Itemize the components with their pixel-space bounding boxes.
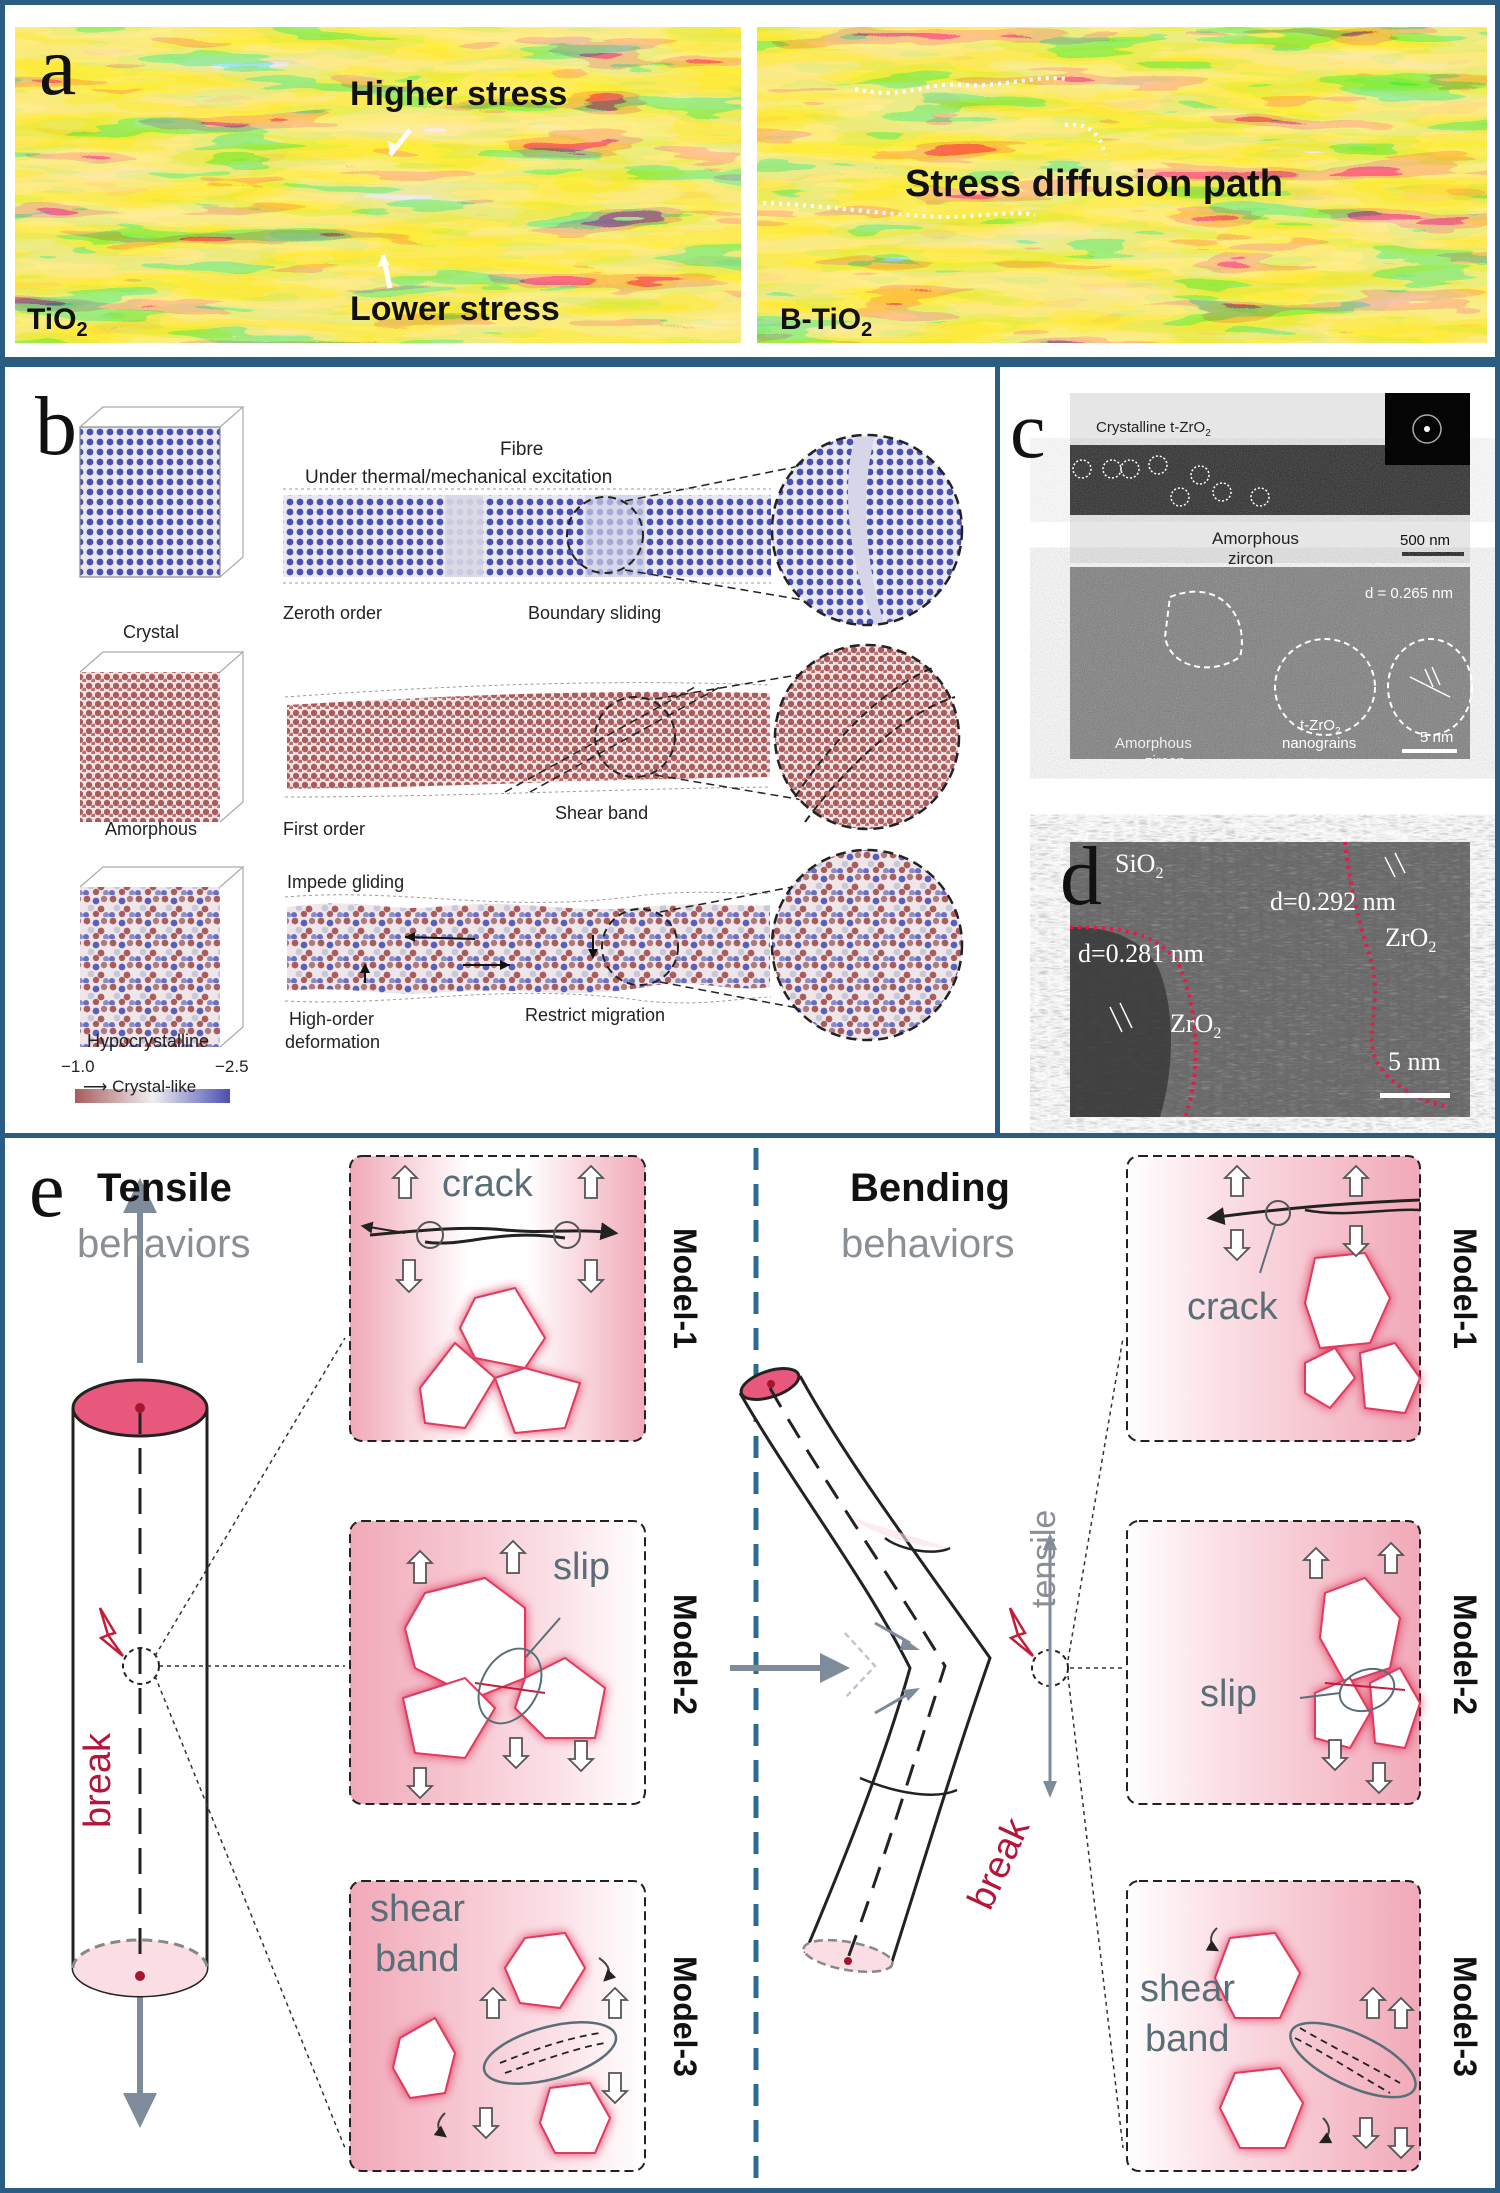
tensile-band-label: band — [375, 1938, 460, 1980]
tensile-model-1 — [349, 1155, 646, 1442]
tensile-heading: Tensile — [97, 1166, 232, 1210]
amorphous-zircon-top-2: zircon — [1228, 549, 1274, 568]
stress-diffusion-text: Stress diffusion path — [905, 163, 1283, 205]
fibre-first-order — [284, 666, 846, 808]
tensile-crack-label: crack — [442, 1163, 533, 1205]
bending-tube — [730, 1367, 1069, 1978]
tensile-model-3 — [349, 1880, 646, 2172]
first-order-label: First order — [283, 819, 366, 839]
shear-band-label: Shear band — [555, 803, 649, 823]
bending-crack-label: crack — [1187, 1286, 1278, 1328]
bending-heading: Bending — [850, 1166, 1010, 1210]
tio2-label: TiO2 — [27, 303, 88, 341]
tensile-connectors — [154, 1337, 346, 2149]
tensile-model-2-label: Model-2 — [667, 1594, 703, 1715]
impede-gliding-label: Impede gliding — [287, 872, 405, 892]
bending-model-2 — [1126, 1520, 1422, 1805]
tensile-slip-label: slip — [553, 1546, 611, 1588]
d-spacing-265: d = 0.265 nm — [1365, 585, 1453, 602]
crystal-like-scale — [75, 1089, 230, 1103]
scale-bar-5nm: 5 nm — [1420, 729, 1454, 746]
tensile-model-3-label: Model-3 — [667, 1956, 703, 2077]
scale-bar-500nm: 500 nm — [1400, 532, 1451, 549]
hypocrystalline-cube — [79, 866, 245, 1048]
tzro2-nanograins-label: t-ZrO2 — [1300, 717, 1341, 737]
panel-e: e Tensile behaviors Bending behaviors br… — [0, 1133, 1500, 2193]
bending-model-3 — [1126, 1880, 1421, 2172]
fibre-high-order — [284, 876, 846, 1018]
tensile-model-1-label: Model-1 — [667, 1228, 703, 1349]
amorphous-label: Amorphous — [105, 819, 198, 839]
sio2-label: SiO2 — [1115, 849, 1164, 883]
grain-boundary-right — [1343, 841, 1451, 1109]
hypocrystalline-label: Hypocrystalline — [87, 1031, 210, 1051]
d-spacing-281: d=0.281 nm — [1078, 939, 1204, 968]
zoom-circle-hypocrystalline — [770, 848, 964, 1042]
panel-label-d: d — [1060, 830, 1102, 923]
panel-a: a Higher stress Lower stress TiO2 Stress… — [0, 0, 1500, 362]
scale-max: −2.5 — [215, 1057, 249, 1076]
bending-connectors — [1067, 1337, 1124, 2149]
higher-stress-text: Higher stress — [350, 75, 568, 113]
zro2-left-label: ZrO2 — [1170, 1009, 1222, 1043]
crystal-cube — [79, 406, 245, 578]
zeroth-order-label: Zeroth order — [283, 603, 383, 623]
tensile-shear-label: shear — [370, 1888, 466, 1930]
amorphous-zircon-bottom-1: Amorphous — [1115, 735, 1192, 752]
fracture-models — [71, 1148, 1422, 2183]
panel-label-a: a — [39, 20, 77, 113]
bending-model-1-label: Model-1 — [1447, 1228, 1483, 1349]
zoom-circle-amorphous — [773, 643, 961, 831]
bending-model-2-label: Model-2 — [1447, 1594, 1483, 1715]
amorphous-zircon-top-1: Amorphous — [1212, 529, 1299, 548]
scale-bar-d: 5 nm — [1388, 1047, 1441, 1076]
high-order-label: High-order — [289, 1009, 375, 1029]
deformation-schematics — [75, 406, 964, 1103]
panel-label-b: b — [35, 380, 77, 473]
boundary-sliding-label: Boundary sliding — [528, 603, 662, 623]
bending-slip-label: slip — [1200, 1673, 1258, 1715]
bending-behaviors: behaviors — [841, 1222, 1015, 1266]
bending-tensile-label: tensile — [1025, 1509, 1063, 1608]
nanograins-label: nanograins — [1282, 735, 1357, 752]
tio2-stress-map — [15, 27, 741, 343]
excitation-title: Under thermal/mechanical excitation — [305, 467, 613, 488]
diffusion-path-bottom — [762, 201, 1036, 220]
fibre-title: Fibre — [500, 439, 544, 460]
btio2-stress-map — [757, 27, 1487, 343]
tensile-model-2 — [349, 1520, 646, 1805]
tensile-behaviors: behaviors — [77, 1222, 251, 1266]
restrict-migration-label: Restrict migration — [525, 1005, 666, 1025]
deformation-label: deformation — [285, 1032, 381, 1052]
stress-maps — [15, 27, 1487, 343]
crystal-label: Crystal — [123, 622, 180, 642]
bending-shear-label: shear — [1140, 1968, 1236, 2010]
bending-model-1 — [1126, 1155, 1422, 1442]
zoom-circle-crystal — [770, 433, 964, 627]
zro2-right-label: ZrO2 — [1385, 923, 1437, 957]
tensile-break-label: break — [77, 1732, 119, 1828]
amorphous-zircon-bottom-2: zircon — [1145, 753, 1186, 770]
fibre-zeroth-order — [283, 456, 846, 608]
bending-model-3-label: Model-3 — [1447, 1956, 1483, 2077]
crystal-like-label: ⟶ Crystal-like — [83, 1077, 197, 1096]
lower-stress-text: Lower stress — [350, 290, 560, 328]
panel-label-e: e — [29, 1146, 65, 1234]
panel-label-c: c — [1010, 387, 1046, 475]
crystalline-tzro2-label: Crystalline t-ZrO2 — [1096, 419, 1211, 439]
d-spacing-292: d=0.292 nm — [1270, 887, 1396, 916]
panel-cd: c Crystalline t-ZrO2 Amorphous zircon 50… — [995, 362, 1500, 1138]
tensile-cylinder — [71, 1178, 209, 2128]
amorphous-cube — [79, 651, 245, 823]
bending-band-label: band — [1145, 2018, 1230, 2060]
microscopy-images — [1069, 393, 1473, 1118]
panel-b: b Fibre Under thermal/mechanical excitat… — [0, 362, 1000, 1138]
scale-min: −1.0 — [61, 1057, 95, 1076]
btio2-label: B-TiO2 — [780, 303, 873, 341]
